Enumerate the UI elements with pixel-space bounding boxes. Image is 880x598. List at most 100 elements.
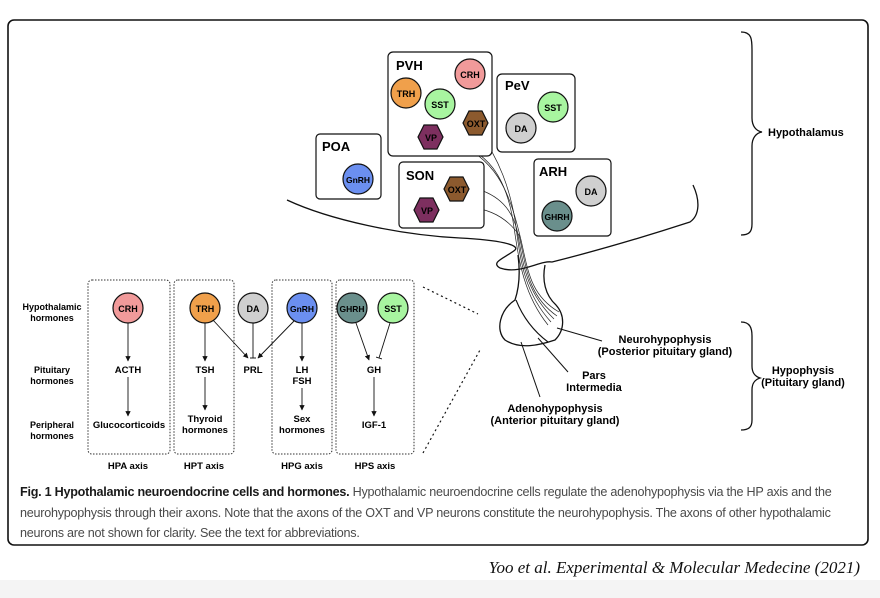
hormone-label: Glucocorticoids bbox=[93, 420, 165, 431]
row-label: Peripheral bbox=[30, 420, 74, 430]
nucleus-pvh: PVH CRH TRH SST OXT VP bbox=[387, 51, 493, 157]
cell-sst bbox=[424, 88, 456, 120]
zoom-line-top bbox=[422, 286, 479, 315]
cell-label: SST bbox=[431, 100, 449, 110]
cell-gnrh bbox=[342, 163, 374, 195]
nucleus-poa: POA GnRH bbox=[315, 133, 382, 200]
cell-label: OXT bbox=[467, 119, 486, 129]
hormone-label: GnRH bbox=[290, 304, 314, 314]
cell-label: GHRH bbox=[544, 212, 569, 222]
cell-label: TRH bbox=[397, 89, 416, 99]
figure-caption: Fig. 1 Hypothalamic neuroendocrine cells… bbox=[20, 482, 860, 544]
caption-body: Hypothalamic neuroendocrine cells regula… bbox=[20, 485, 832, 540]
axis-hpa: CRH ACTH Glucocorticoids HPA axis bbox=[93, 292, 165, 472]
cell-label: OXT bbox=[448, 185, 467, 195]
axis-label: HPT axis bbox=[184, 461, 224, 472]
hormone-label: ACTH bbox=[115, 365, 142, 376]
hypophysis-brace bbox=[740, 321, 763, 431]
hormone-label: FSH bbox=[293, 376, 312, 387]
nucleus-label: SON bbox=[406, 168, 434, 183]
nucleus-label: POA bbox=[322, 139, 351, 154]
cell-vp bbox=[413, 197, 440, 223]
axis-boxes bbox=[87, 279, 415, 455]
axis-box-hpg bbox=[271, 279, 333, 455]
axis-label: HPG axis bbox=[281, 461, 323, 472]
pars-intermedia-label: Pars bbox=[582, 370, 606, 382]
hormone-label: SST bbox=[384, 304, 402, 314]
nucleus-label: PVH bbox=[396, 58, 423, 73]
cell-label: VP bbox=[421, 206, 433, 216]
axis-box-hpa bbox=[87, 279, 171, 455]
source-credit: Yoo et al. Experimental & Molecular Mede… bbox=[488, 558, 860, 577]
cell-da bbox=[575, 175, 607, 207]
pars-intermedia-label: Intermedia bbox=[566, 382, 623, 394]
cell-crh bbox=[454, 58, 486, 90]
hypophysis-label: (Pituitary gland) bbox=[761, 377, 845, 389]
cell-oxt bbox=[443, 176, 470, 202]
hypothalamus-label: Hypothalamus bbox=[768, 127, 844, 139]
cell-label: DA bbox=[585, 187, 598, 197]
neurohypophysis-label: Neurohypophysis bbox=[619, 334, 712, 346]
page-footer-band bbox=[0, 580, 880, 598]
hormone-label: PRL bbox=[244, 365, 263, 376]
hypothalamus-outline bbox=[286, 184, 699, 271]
cell-vp bbox=[417, 124, 444, 150]
nucleus-label: ARH bbox=[539, 164, 567, 179]
zoom-line-bottom bbox=[422, 349, 481, 454]
cell-ghrh bbox=[541, 200, 573, 232]
nucleus-son: SON OXT VP bbox=[398, 161, 485, 229]
arrow bbox=[212, 319, 249, 359]
adenohypophysis-label: Adenohypophysis bbox=[507, 403, 602, 415]
nucleus-pev: PeV SST DA bbox=[496, 73, 576, 153]
cell-da bbox=[505, 112, 537, 144]
nucleus-arh: ARH DA GHRH bbox=[533, 158, 612, 237]
hormone-label: GHRH bbox=[339, 304, 364, 314]
inhibition-line bbox=[375, 322, 391, 360]
hormone-label: hormones bbox=[182, 425, 228, 436]
axis-box-hps bbox=[335, 279, 415, 455]
arrow bbox=[257, 319, 296, 359]
hormone-label: Sex bbox=[294, 414, 312, 425]
hormone-label: hormones bbox=[279, 425, 325, 436]
row-label: hormones bbox=[30, 313, 74, 323]
hormone-label: TRH bbox=[196, 304, 215, 314]
hormone-label: GH bbox=[367, 365, 381, 376]
axis-hpg: GnRH LH FSH Sex hormones HPG axis bbox=[279, 292, 325, 472]
figure-frame bbox=[7, 19, 869, 546]
cell-sst bbox=[537, 91, 569, 123]
prolactin-regulation: DA PRL bbox=[212, 292, 296, 376]
hormone-label: DA bbox=[247, 304, 260, 314]
row-labels: Hypothalamic hormones Pituitary hormones… bbox=[22, 302, 81, 441]
hypophysis-label: Hypophysis bbox=[772, 365, 834, 377]
arrow bbox=[355, 322, 370, 361]
cell-label: GnRH bbox=[346, 175, 370, 185]
hormone-label: LH bbox=[296, 365, 309, 376]
cell-label: DA bbox=[515, 124, 528, 134]
axis-label: HPA axis bbox=[108, 461, 148, 472]
adenohypophysis-label: (Anterior pituitary gland) bbox=[491, 415, 620, 427]
row-label: hormones bbox=[30, 376, 74, 386]
hormone-label: IGF-1 bbox=[362, 420, 387, 431]
caption-title: Fig. 1 Hypothalamic neuroendocrine cells… bbox=[20, 485, 350, 499]
cell-label: SST bbox=[544, 103, 562, 113]
neuro-pointer bbox=[556, 327, 603, 342]
nucleus-label: PeV bbox=[505, 78, 530, 93]
row-label: Pituitary bbox=[34, 365, 70, 375]
pituitary-stalk-outline bbox=[499, 254, 564, 347]
axis-box-hpt bbox=[173, 279, 235, 455]
axis-hpt: TRH TSH Thyroid hormones HPT axis bbox=[182, 292, 228, 472]
row-label: hormones bbox=[30, 431, 74, 441]
cell-oxt bbox=[462, 110, 489, 136]
row-label: Hypothalamic bbox=[22, 302, 81, 312]
hormone-ghrh bbox=[336, 292, 368, 324]
hormone-label: CRH bbox=[118, 304, 138, 314]
cell-label: VP bbox=[425, 133, 437, 143]
adeno-pointer bbox=[520, 341, 541, 398]
hormone-label: TSH bbox=[196, 365, 215, 376]
axis-label: HPS axis bbox=[355, 461, 396, 472]
hypothalamus-brace bbox=[740, 31, 763, 236]
pars-intermedia-line bbox=[515, 299, 549, 343]
cell-label: CRH bbox=[460, 70, 480, 80]
cell-trh bbox=[390, 77, 422, 109]
